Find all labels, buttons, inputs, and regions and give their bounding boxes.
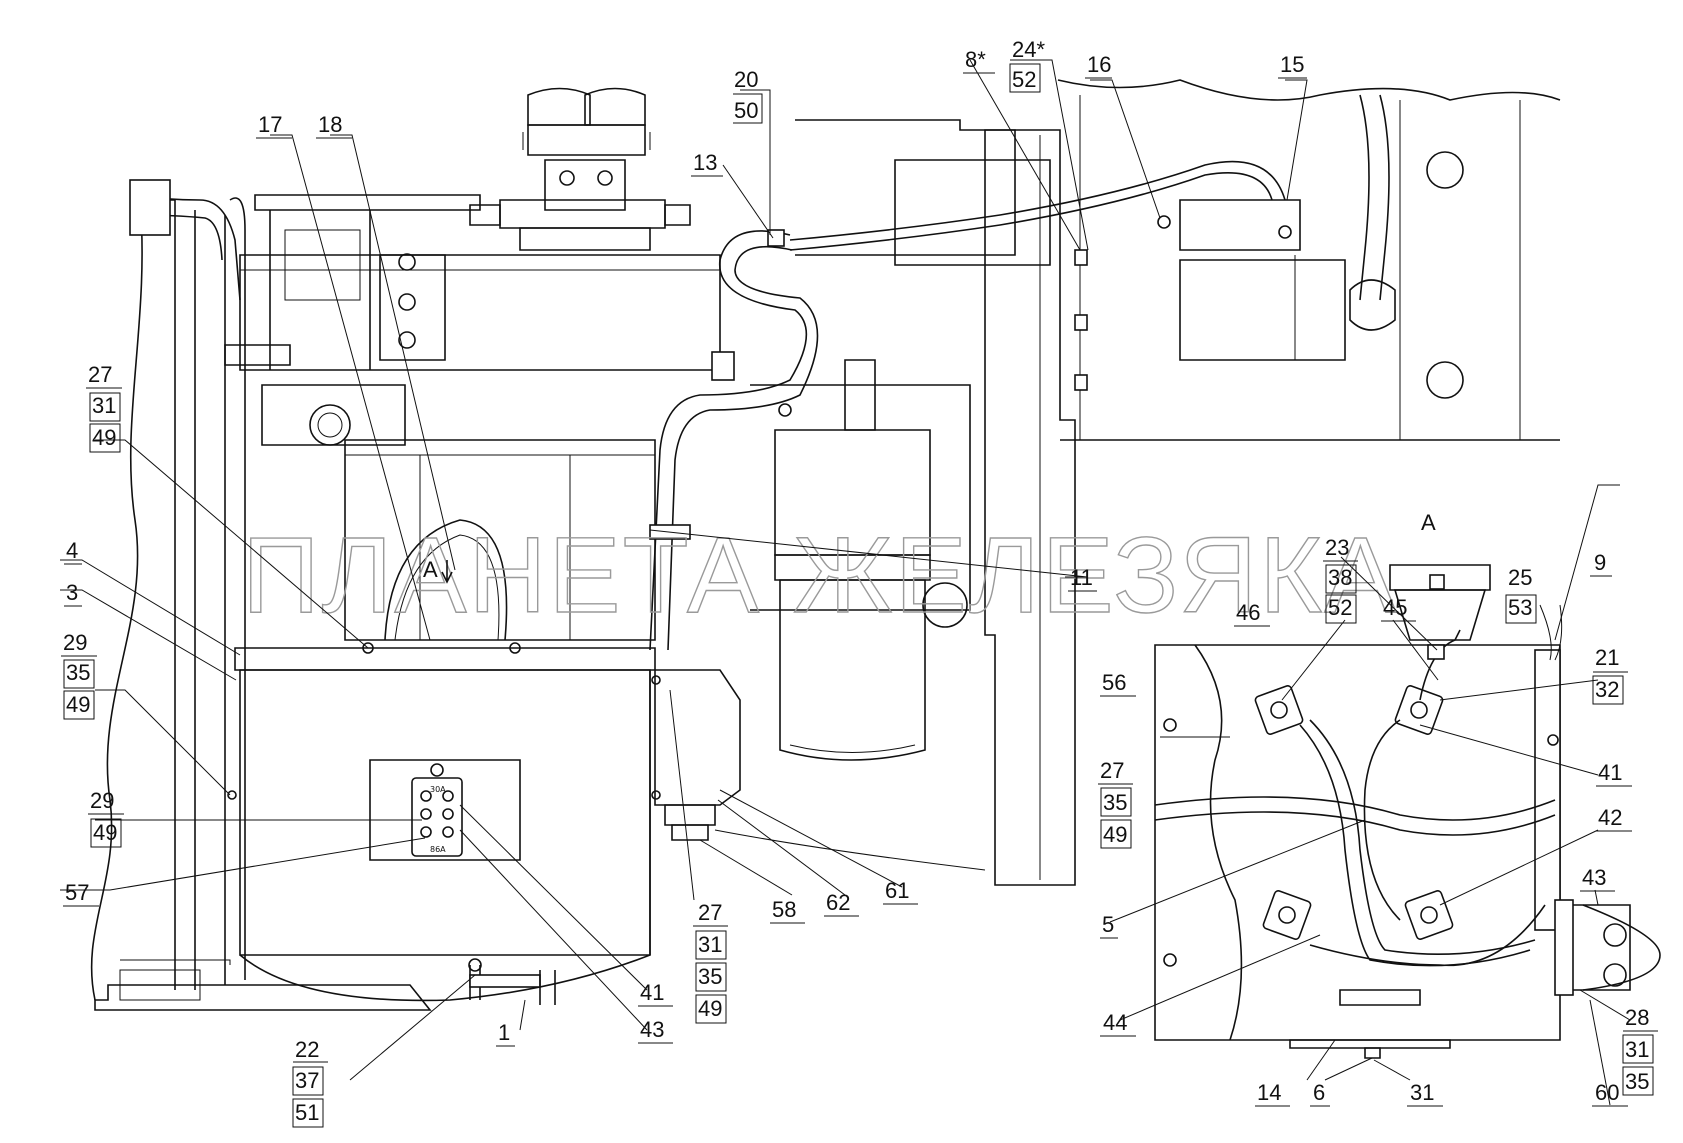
callout-46: 46 xyxy=(1236,600,1260,625)
view-arrow xyxy=(441,560,453,584)
box-38 xyxy=(1325,564,1357,594)
box-35b xyxy=(695,962,727,992)
callout-4: 4 xyxy=(66,538,78,563)
callout-27a: 27 xyxy=(88,362,112,387)
callout-29b: 29 xyxy=(90,788,114,813)
callout-22: 22 xyxy=(295,1037,319,1062)
callout-57: 57 xyxy=(65,880,89,905)
engine-area xyxy=(750,79,1561,886)
callout-38: 38 xyxy=(1328,565,1352,590)
callout-62: 62 xyxy=(826,890,850,915)
box-37 xyxy=(292,1066,324,1096)
box-35a xyxy=(63,659,95,689)
callout-28: 28 xyxy=(1625,1005,1649,1030)
box-32 xyxy=(1592,675,1624,705)
callout-31b: 31 xyxy=(698,932,722,957)
view-a-panel xyxy=(1154,564,1661,1059)
callout-21: 21 xyxy=(1595,645,1619,670)
callout-44: 44 xyxy=(1103,1010,1127,1035)
tractor-frame-outline: 30А 86А xyxy=(90,179,721,1011)
side-bracket xyxy=(651,669,986,871)
callout-49b: 49 xyxy=(66,692,90,717)
box-52b xyxy=(1325,594,1357,624)
callout-35b: 35 xyxy=(698,964,722,989)
box-51 xyxy=(292,1098,324,1128)
callout-18: 18 xyxy=(318,112,342,137)
callout-24: 24* xyxy=(1012,37,1045,62)
callout-49a: 49 xyxy=(92,425,116,450)
callout-35a: 35 xyxy=(66,660,90,685)
callout-1: 1 xyxy=(498,1020,510,1045)
box-50 xyxy=(733,93,763,124)
callout-43a: 43 xyxy=(640,1017,664,1042)
callout-14: 14 xyxy=(1257,1080,1281,1105)
callout-labels: 17 18 13 20 50 8* 24* 52 16 15 27 31 49 … xyxy=(63,37,1654,1128)
box-35c xyxy=(1100,787,1132,817)
callout-3: 3 xyxy=(66,580,78,605)
callout-15: 15 xyxy=(1280,52,1304,77)
leader-lines xyxy=(60,59,1631,1106)
callout-49c: 49 xyxy=(93,820,117,845)
callout-35c: 35 xyxy=(1103,790,1127,815)
box-31a xyxy=(89,392,121,422)
callout-52: 52 xyxy=(1012,67,1036,92)
callout-31a: 31 xyxy=(92,393,116,418)
callout-31d: 31 xyxy=(1410,1080,1434,1105)
callout-6: 6 xyxy=(1313,1080,1325,1105)
callout-61: 61 xyxy=(885,878,909,903)
box-49c xyxy=(90,818,122,848)
box-49d xyxy=(695,994,727,1024)
callout-27b: 27 xyxy=(698,900,722,925)
box-31b xyxy=(695,930,727,960)
callout-8: 8* xyxy=(965,47,986,72)
callout-60: 60 xyxy=(1595,1080,1619,1105)
callout-25: 25 xyxy=(1508,565,1532,590)
callout-13: 13 xyxy=(693,150,717,175)
callout-20: 20 xyxy=(734,67,758,92)
callout-42: 42 xyxy=(1598,805,1622,830)
box-35d xyxy=(1622,1066,1654,1096)
callout-23: 23 xyxy=(1325,535,1349,560)
callout-17: 17 xyxy=(258,112,282,137)
callout-41a: 41 xyxy=(640,980,664,1005)
callout-37: 37 xyxy=(295,1068,319,1093)
terminal-label-bottom: 86А xyxy=(430,845,446,854)
box-53 xyxy=(1505,594,1537,624)
view-a-title: А xyxy=(1421,510,1436,535)
callout-32: 32 xyxy=(1595,677,1619,702)
callout-49e: 49 xyxy=(1103,822,1127,847)
callout-35d: 35 xyxy=(1625,1069,1649,1094)
callout-51: 51 xyxy=(295,1100,319,1125)
callout-29a: 29 xyxy=(63,630,87,655)
callout-27c: 27 xyxy=(1100,758,1124,783)
box-49b xyxy=(63,690,95,720)
watermark-text: ПЛАНЕТА ЖЕЛЕЗЯКА xyxy=(242,514,1398,635)
cable-harness xyxy=(649,160,1286,651)
callout-49d: 49 xyxy=(698,996,722,1021)
box-49a xyxy=(89,423,121,453)
callout-43b: 43 xyxy=(1582,865,1606,890)
callout-41b: 41 xyxy=(1598,760,1622,785)
box-49e xyxy=(1100,819,1132,849)
callout-16: 16 xyxy=(1087,52,1111,77)
callout-5: 5 xyxy=(1102,912,1114,937)
callout-11: 11 xyxy=(1070,565,1093,590)
callout-9: 9 xyxy=(1594,550,1606,575)
callout-58: 58 xyxy=(772,897,796,922)
terminal-label-top: 30А xyxy=(430,785,446,794)
callout-underlines xyxy=(61,72,1658,1107)
valve-assembly xyxy=(469,87,691,251)
callout-52b: 52 xyxy=(1328,595,1352,620)
callout-50: 50 xyxy=(734,98,758,123)
box-52 xyxy=(1009,63,1041,93)
callout-31c: 31 xyxy=(1625,1037,1649,1062)
callout-45: 45 xyxy=(1383,595,1407,620)
view-a-arrow-label: А xyxy=(423,557,438,582)
callout-56: 56 xyxy=(1102,670,1126,695)
box-31c xyxy=(1622,1034,1654,1064)
callout-53: 53 xyxy=(1508,595,1532,620)
